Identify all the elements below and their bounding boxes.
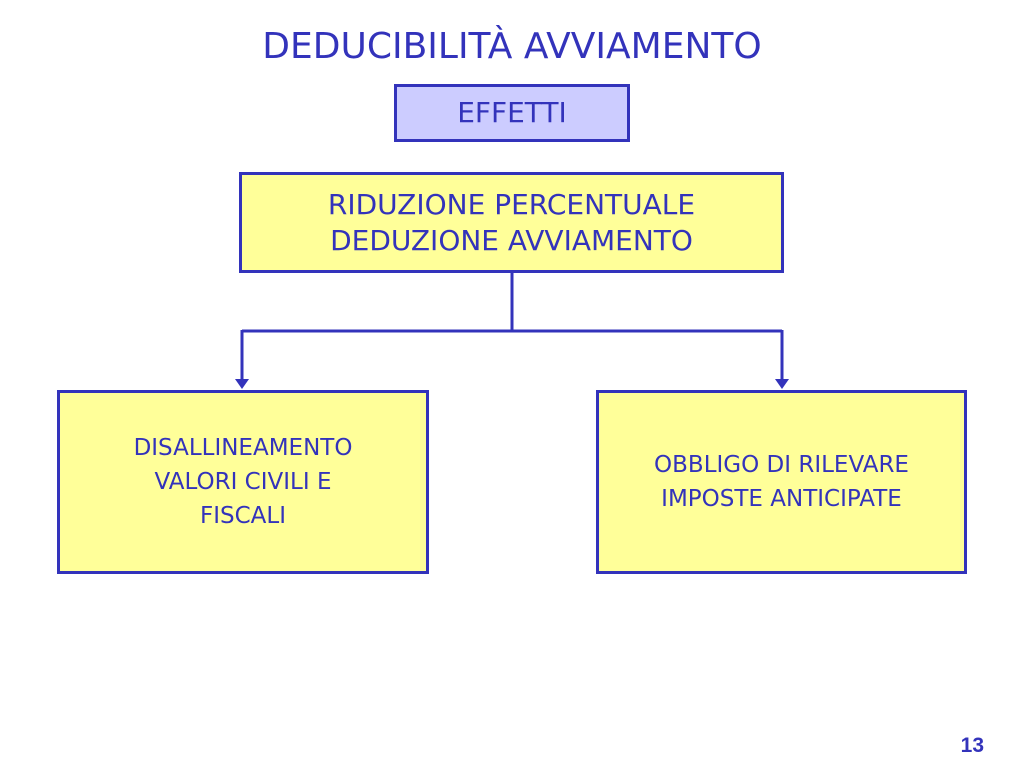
obbligo-box: OBBLIGO DI RILEVARE IMPOSTE ANTICIPATE [596, 390, 967, 574]
arrowhead-right-icon [775, 379, 789, 389]
slide-title: DEDUCIBILITÀ AVVIAMENTO [262, 26, 762, 67]
riduzione-box: RIDUZIONE PERCENTUALE DEDUZIONE AVVIAMEN… [239, 172, 784, 273]
effetti-box: EFFETTI [394, 84, 630, 142]
arrowhead-left-icon [235, 379, 249, 389]
page-number: 13 [960, 734, 984, 757]
disallineamento-box: DISALLINEAMENTO VALORI CIVILI E FISCALI [57, 390, 429, 574]
